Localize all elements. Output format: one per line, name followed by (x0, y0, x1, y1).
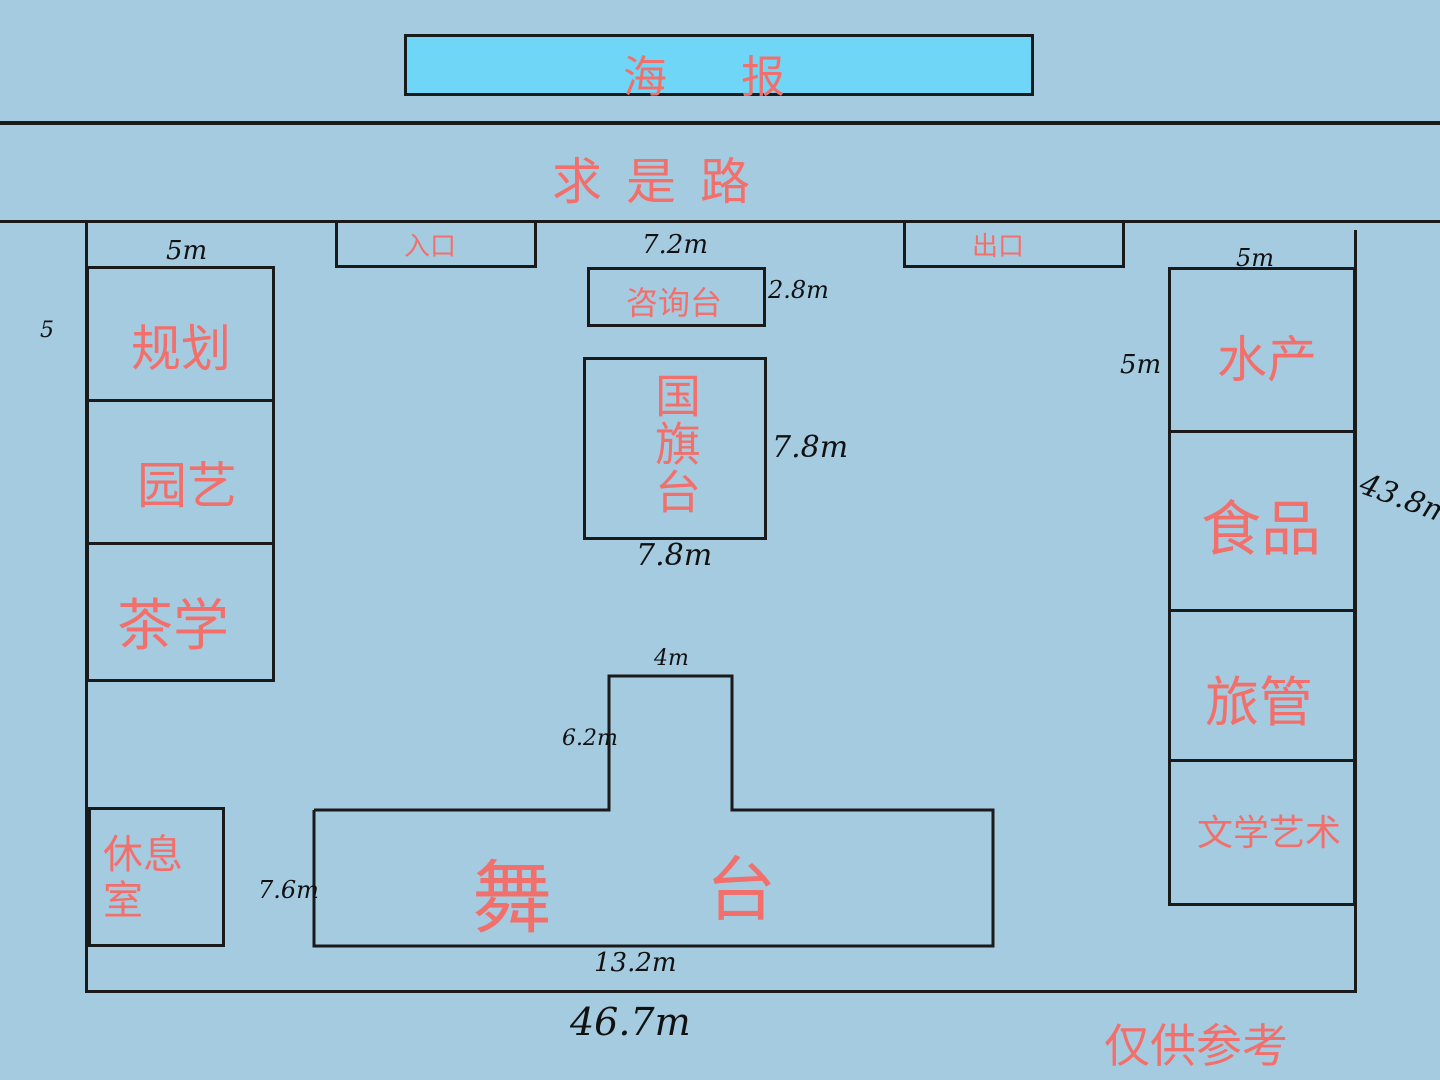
stage-top-height: 6.2m (562, 726, 618, 751)
entrance: 入口 (335, 220, 537, 268)
booth-label: 文学艺术 (1197, 813, 1342, 854)
poster-board: 海 报 (404, 34, 1034, 103)
booth-tea: 茶学 (86, 542, 275, 682)
venue-width-label: 46.7m (570, 1000, 691, 1044)
entrance-label: 入口 (404, 232, 457, 262)
booth-literature-art: 文学艺术 (1168, 759, 1356, 906)
booth-label: 旅管 (1205, 671, 1313, 734)
info-desk: 咨询台 (587, 267, 766, 327)
booth-label: 园艺 (137, 457, 237, 515)
exit: 出口 (903, 220, 1125, 268)
stage-label-right: 台 (706, 849, 776, 931)
booth-food: 食品 (1168, 430, 1356, 612)
stage-width: 13.2m (594, 948, 677, 978)
info-desk-label: 咨询台 (626, 284, 723, 322)
left-booth-width: 5m (166, 236, 208, 266)
booth-tourism: 旅管 (1168, 609, 1356, 762)
road-top-edge (0, 121, 1440, 125)
exit-label: 出口 (972, 232, 1025, 262)
reference-note: 仅供参考 (1104, 1019, 1288, 1073)
stage-label-left: 舞 (472, 852, 552, 945)
booth-label: 食品 (1201, 495, 1321, 565)
flag-stage-height: 7.8m (772, 430, 849, 465)
road-bottom-edge (0, 220, 1440, 223)
booth-label: 水产 (1217, 331, 1317, 389)
stage-height: 7.6m (258, 876, 319, 904)
booth-label: 茶学 (117, 594, 229, 659)
flag-stage-width: 7.8m (636, 538, 713, 573)
stage-top-width: 4m (654, 646, 689, 671)
lounge: 休息室 (88, 807, 225, 947)
right-booth-side: 5m (1120, 350, 1162, 380)
stage-shape (312, 674, 995, 948)
poster-label: 海 报 (623, 52, 815, 103)
info-desk-depth: 2.8m (768, 276, 829, 304)
flag-stage-label: 国旗台 (648, 372, 702, 516)
info-desk-width: 7.2m (642, 230, 709, 260)
venue-bottom-wall (85, 990, 1355, 993)
left-booth-side: 5 (40, 318, 54, 343)
booth-label: 规划 (131, 320, 231, 378)
booth-aquatic: 水产 (1168, 267, 1356, 433)
flag-stage: 国旗台 (583, 357, 767, 540)
lounge-label: 休息室 (103, 832, 183, 924)
road-label: 求是路 (552, 153, 774, 211)
